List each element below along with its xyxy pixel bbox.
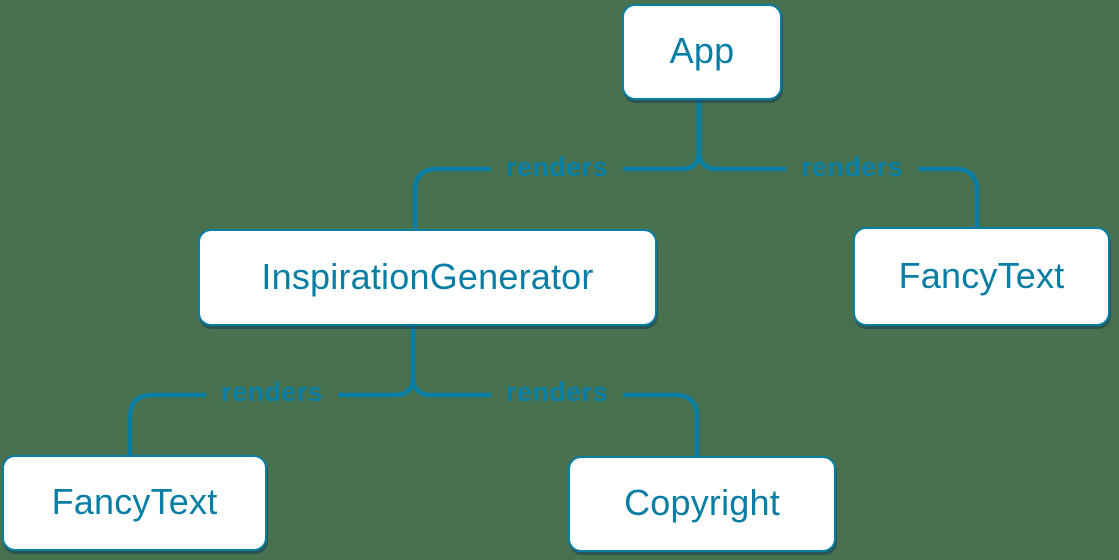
edge-label-renders: renders [491,151,623,185]
edge-label-renders: renders [491,376,623,410]
edge-label-renders: renders [786,151,918,185]
node-label: App [669,30,735,71]
node-fancy-text-top: FancyText [853,227,1110,326]
node-inspiration-generator: InspirationGenerator [198,229,657,326]
node-label: Copyright [624,482,780,523]
node-label: InspirationGenerator [261,255,594,297]
node-app: App [622,4,782,100]
node-label: FancyText [898,254,1065,296]
node-label: FancyText [51,481,218,522]
edge-label-renders: renders [206,376,338,410]
node-fancy-text-bottom: FancyText [2,455,267,551]
node-copyright: Copyright [568,456,836,552]
edge-inspiration-generator-to-copyright [410,376,700,458]
